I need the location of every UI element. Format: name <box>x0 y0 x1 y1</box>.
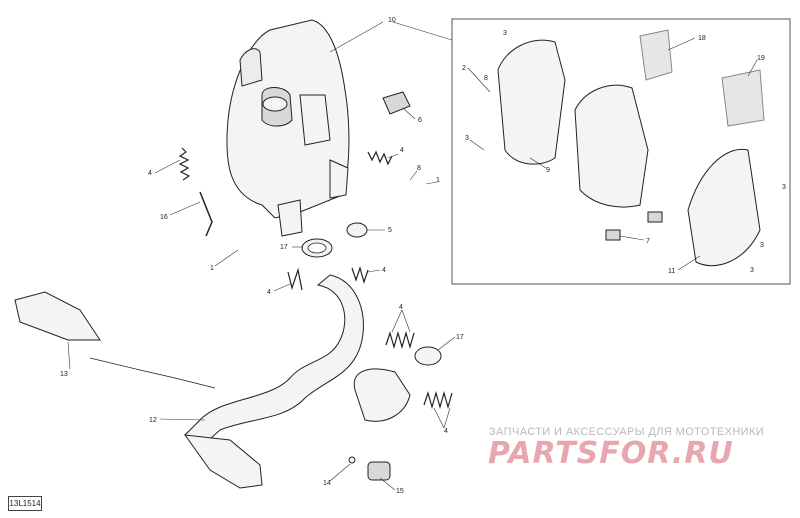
callout-4-d: 4 <box>382 267 386 274</box>
callout-4-c: 4 <box>267 289 271 296</box>
callout-6: 6 <box>418 117 422 124</box>
gasket-17-upper-inner <box>307 242 327 254</box>
callout-13: 13 <box>60 371 68 378</box>
heat-shield-13 <box>14 291 101 341</box>
callout-3-a: 3 <box>503 30 507 37</box>
heat-shield-13-strip <box>89 357 216 389</box>
gasket-17-lower <box>414 346 442 366</box>
callout-14: 14 <box>323 480 331 487</box>
callout-9: 9 <box>546 167 550 174</box>
callout-labels: 10 4 16 1 6 4 8 1 5 17 4 4 4 17 4 12 13 … <box>60 17 786 495</box>
leader-lines <box>67 21 758 491</box>
label-18 <box>639 29 673 81</box>
muffler-body-detail <box>574 84 649 208</box>
reference-code: 13L1514 <box>8 496 42 511</box>
detail-view-frame <box>451 18 791 285</box>
callout-1-a: 1 <box>210 265 214 272</box>
callout-4-e: 4 <box>399 304 403 311</box>
callout-15: 15 <box>396 488 404 495</box>
bolt-14 <box>348 456 356 464</box>
callout-17-a: 17 <box>280 244 288 251</box>
callout-12: 12 <box>149 417 157 424</box>
callout-10: 10 <box>388 17 396 24</box>
callout-17-b: 17 <box>456 334 464 341</box>
spring-mid-left <box>287 267 303 291</box>
tail-pipe <box>183 434 263 489</box>
watermark-tagline: ЗАПЧАСТИ И АКСЕССУАРЫ ДЛЯ МОТОТЕХНИКИ <box>489 426 765 438</box>
callout-2: 2 <box>462 65 466 72</box>
callout-3-c: 3 <box>782 184 786 191</box>
callout-3-b: 3 <box>465 135 469 142</box>
callout-11: 11 <box>668 268 675 275</box>
callout-4-b: 4 <box>400 147 404 154</box>
bracket-7a <box>647 211 663 223</box>
label-19 <box>721 69 765 127</box>
callout-3-d: 3 <box>760 242 764 249</box>
springs-lower-pair-a <box>385 330 415 350</box>
watermark-brand: PARTSFOR.RU <box>488 436 734 471</box>
springs-lower-pair-b <box>423 390 453 410</box>
spring-upper-left <box>178 147 191 181</box>
callout-3-e: 3 <box>750 267 754 274</box>
callout-16: 16 <box>160 214 168 221</box>
callout-18: 18 <box>698 35 706 42</box>
rod-16 <box>199 191 213 237</box>
spring-upper-right <box>367 150 393 166</box>
muffler-assembly <box>226 19 350 237</box>
outer-shell-11 <box>687 148 761 267</box>
clamp-5 <box>346 222 368 238</box>
callout-4-f: 4 <box>444 428 448 435</box>
callout-4-a: 4 <box>148 170 152 177</box>
catalyst <box>353 368 411 422</box>
callout-1-b: 1 <box>436 177 440 184</box>
callout-7-a: 7 <box>646 238 650 245</box>
exhaust-pipe-12 <box>184 274 364 449</box>
clamp-15 <box>367 461 391 481</box>
callout-5: 5 <box>388 227 392 234</box>
spring-mid-right <box>351 265 369 285</box>
bracket-7b <box>605 229 621 241</box>
callout-8-b: 8 <box>484 75 488 82</box>
inner-shell-9 <box>497 39 566 165</box>
callout-8-a: 8 <box>417 165 421 172</box>
callout-19: 19 <box>757 55 765 62</box>
